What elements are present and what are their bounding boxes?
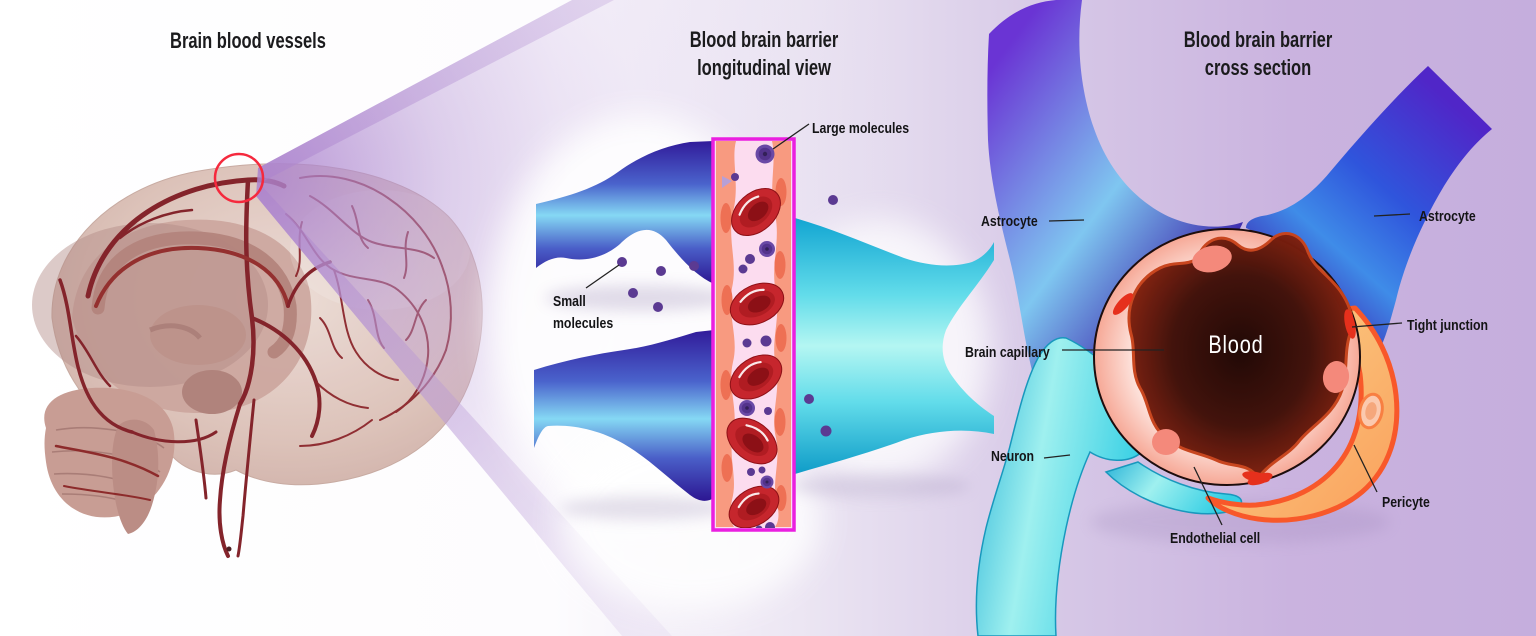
label-blood: Blood xyxy=(1208,331,1264,359)
panel-title-cross-section: Blood brain barrier cross section xyxy=(1183,27,1333,80)
label-neuron: Neuron xyxy=(991,448,1035,465)
astrocyte-endfoot-lower-left xyxy=(534,330,714,501)
label-tight-junction: Tight junction xyxy=(1407,317,1489,334)
panel-title-longitudinal: Blood brain barrier longitudinal view xyxy=(689,27,839,80)
tight-junctions xyxy=(1112,293,1356,486)
label-brain-capillary: Brain capillary xyxy=(965,344,1050,361)
astrocyte-endfoot-right xyxy=(795,218,994,474)
capillary-cross-section xyxy=(1093,228,1361,486)
large-molecules xyxy=(739,144,775,489)
zoom-highlight-circle xyxy=(213,152,265,204)
endothelial-nuclei-longitudinal xyxy=(720,178,787,511)
label-endothelial-cell: Endothelial cell xyxy=(1170,530,1261,547)
label-small-molecules: Small molecules xyxy=(553,293,614,332)
cross-section-view xyxy=(975,0,1492,636)
label-pericyte: Pericyte xyxy=(1382,494,1430,511)
red-blood-cells xyxy=(726,188,785,528)
small-molecules-inside xyxy=(731,173,775,528)
label-astrocyte-right: Astrocyte xyxy=(1419,208,1476,225)
longitudinal-view xyxy=(534,123,994,532)
molecule-fragment xyxy=(722,176,732,188)
leader-lines-cross xyxy=(1043,213,1411,526)
endothelial-nuclei-cross xyxy=(1152,245,1350,455)
capillary-longitudinal xyxy=(711,137,796,532)
astrocyte-endfoot-upper-left xyxy=(536,141,714,284)
panel-title-brain: Brain blood vessels xyxy=(170,28,326,53)
label-large-molecules: Large molecules xyxy=(812,120,910,137)
small-molecules-outside xyxy=(617,195,838,437)
leader-lines-longitudinal xyxy=(585,123,810,289)
small-dot xyxy=(226,546,232,552)
cross-astrocyte-right xyxy=(1246,66,1492,357)
cross-astrocyte-left xyxy=(987,0,1243,442)
label-astrocyte-left: Astrocyte xyxy=(981,213,1038,230)
pericyte-nucleus xyxy=(1358,392,1384,430)
